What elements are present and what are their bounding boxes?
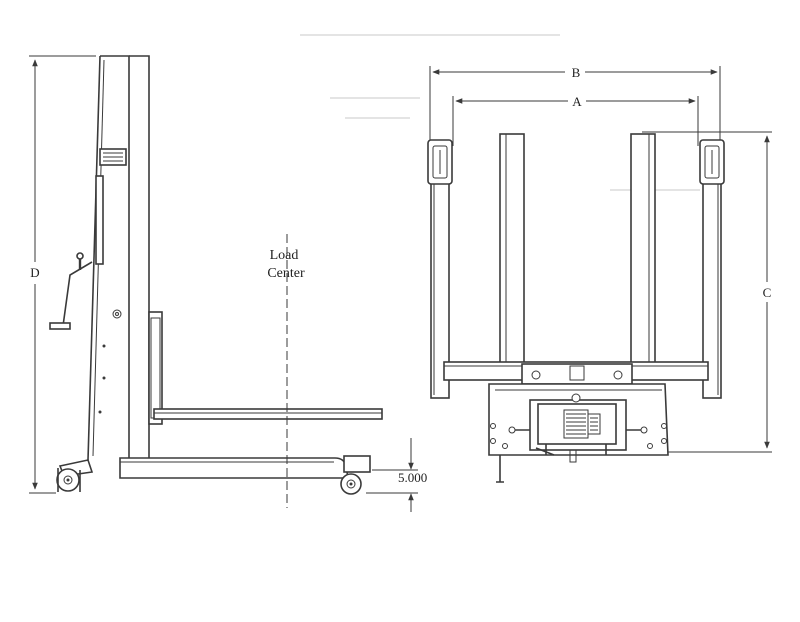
dimension-b [429, 66, 721, 146]
caster-wheel [56, 459, 94, 492]
cross-member [443, 361, 709, 385]
right-fork [630, 133, 656, 365]
dimension-c [642, 131, 772, 453]
background-artifacts [300, 34, 700, 191]
right-outrigger [699, 139, 725, 399]
mast [87, 55, 150, 462]
front-crank-stub [496, 447, 555, 483]
left-outrigger [427, 139, 453, 399]
dimension-b-label: B [572, 65, 581, 80]
dimension-a [452, 96, 699, 146]
base-leg [119, 455, 371, 479]
dimension-d-label: D [30, 265, 39, 280]
front-view: B A C [427, 65, 772, 483]
dimension-height [366, 438, 418, 512]
dimension-a-label: A [572, 94, 582, 109]
side-view: Load Center D 5.000 [29, 34, 700, 512]
load-center-label-line1: Load [270, 248, 299, 263]
dimension-d [29, 55, 96, 494]
left-fork [499, 133, 525, 365]
height-value-label: 5.000 [398, 470, 427, 485]
carriage [148, 311, 163, 425]
load-wheel [340, 473, 362, 495]
fork-side [153, 408, 383, 420]
winch-mechanism [529, 393, 627, 463]
load-center-label-line2: Center [267, 266, 305, 281]
crank-handle [49, 252, 93, 330]
dimension-c-label: C [763, 285, 772, 300]
